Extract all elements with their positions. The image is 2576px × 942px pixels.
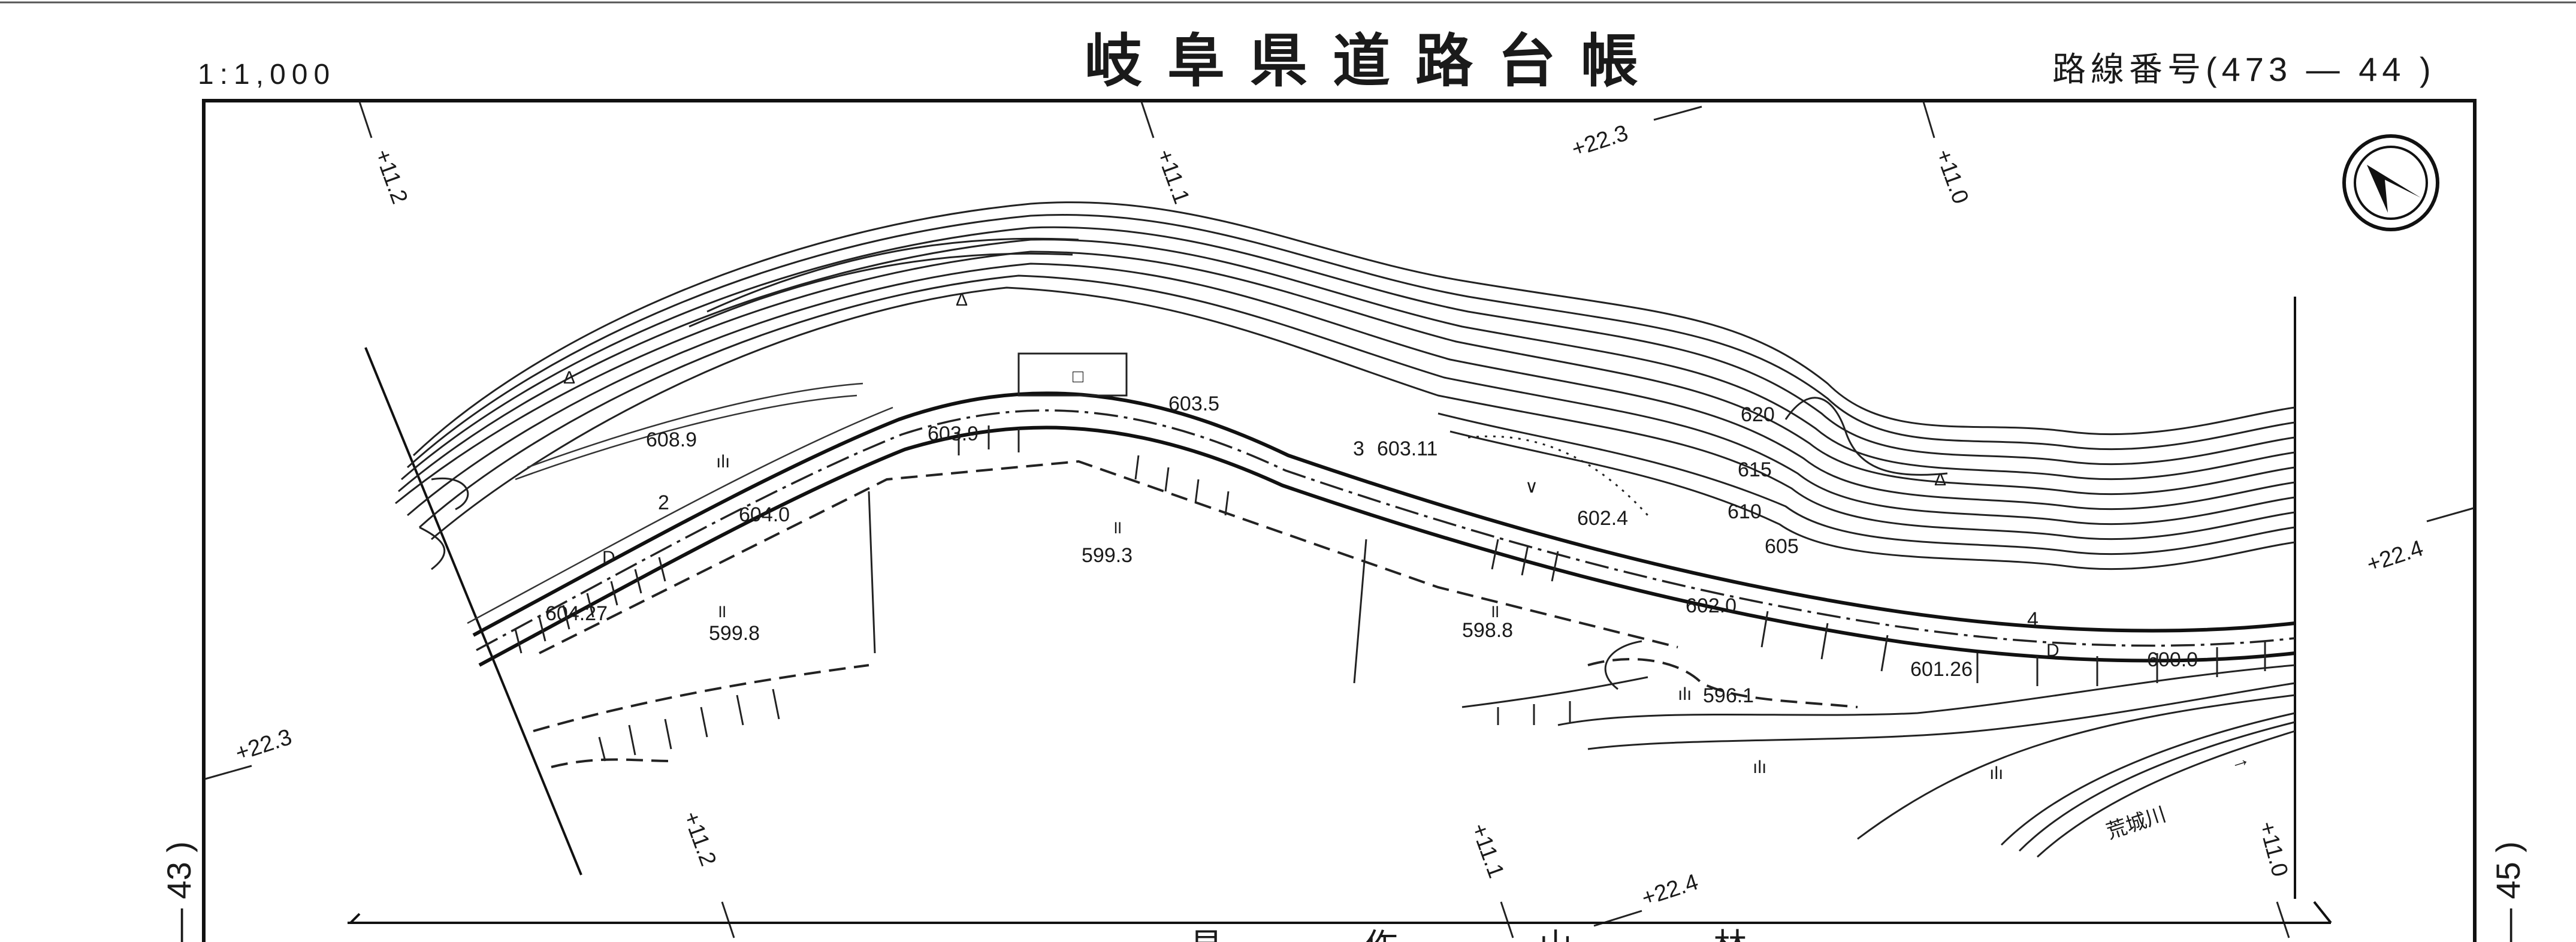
survey-boundary [348, 297, 2332, 924]
section-number: 2 [658, 491, 669, 514]
elevation-label: 600.0 [2147, 648, 2198, 671]
paddy-field-symbol: ॥ [1112, 518, 1122, 538]
land-use-bottom-label: 見 作 山 林 [1189, 927, 1813, 942]
contour-label: 605 [1765, 535, 1799, 558]
grid-label: +11.0 [2254, 819, 2293, 879]
elevation-label: 603.5 [1168, 393, 1219, 415]
contour-label: 620 [1741, 403, 1775, 426]
contour-label: 615 [1738, 458, 1772, 481]
dotted-boundary [1467, 435, 1649, 517]
scale-label: 1:1,000 [198, 59, 336, 90]
d-symbol: D [602, 548, 615, 567]
elevation-label: 598.8 [1462, 619, 1513, 642]
farmland-symbol: ılı [1989, 763, 2003, 783]
road-prefectural-route [467, 382, 2296, 667]
check-symbol: ∨ [1525, 477, 1538, 497]
contour-label: 610 [1728, 500, 1762, 523]
contour-value-labels: 620 615 610 605 [1728, 403, 1799, 558]
slope-hatching [533, 460, 2296, 858]
contour-lines [395, 201, 2296, 570]
river-name: 荒城川 [2104, 803, 2169, 844]
adjacent-sheet-right-label: — 45 ) [2489, 841, 2527, 942]
grid-label: +22.3 [1569, 120, 1631, 162]
grid-label: +11.2 [678, 808, 721, 869]
grid-label: +11.0 [1931, 146, 1973, 207]
elevation-label: 599.8 [709, 622, 760, 645]
grid-label: +22.3 [232, 724, 295, 766]
elevation-label: 602.4 [1577, 507, 1628, 530]
page-title: 岐阜県道路台帳 [1085, 29, 1663, 93]
d-symbol: D [2046, 641, 2059, 660]
grid-label: +11.1 [1466, 820, 1509, 881]
river-flow-arrow: → [2227, 747, 2253, 775]
elevation-labels: 608.9 603.9 603.5 603.11 604.0 602.4 604… [545, 393, 2198, 707]
structure-symbol: □ [1073, 367, 1084, 387]
map-frame [202, 99, 2477, 942]
grid-label: +22.4 [2364, 536, 2426, 578]
elevation-label: 601.26 [1910, 658, 1973, 681]
elevation-label: 603.11 [1377, 437, 1438, 460]
forest-symbol: Δ [956, 290, 968, 310]
farmland-symbol: ılı [1678, 684, 1692, 704]
adjacent-sheet-left-label: — 43 ) [160, 841, 198, 942]
elevation-label: 603.9 [928, 422, 979, 445]
grid-label: +22.4 [1639, 869, 1701, 911]
forest-symbol: Δ [563, 368, 575, 388]
elevation-label: 596.1 [1703, 684, 1754, 707]
hatch-ticks [514, 425, 2266, 762]
grid-label: +11.1 [1152, 146, 1194, 207]
grid-label: +11.2 [370, 146, 412, 207]
elevation-label: 602.0 [1686, 594, 1737, 617]
north-arrow-icon [2342, 134, 2439, 231]
building-outline [1017, 352, 1128, 397]
route-number-label: 路線番号(473 — 44 ) [2052, 50, 2436, 88]
paddy-field-symbol: ॥ [716, 602, 727, 621]
elevation-label: 599.3 [1082, 544, 1133, 567]
farmland-symbol: ılı [1753, 757, 1766, 777]
paddy-field-symbol: ॥ [1489, 602, 1500, 621]
section-number: 4 [2027, 608, 2039, 631]
forest-symbol: Δ [1934, 470, 1946, 490]
elevation-label: 604.0 [739, 503, 790, 526]
farmland-symbol: ılı [716, 452, 730, 472]
map-symbols: ॥ ॥ ॥ ılı ılı ılı ılı Δ Δ Δ ∨ D D □ [563, 290, 2059, 783]
elevation-label: 604.27 [545, 602, 608, 625]
section-number: 3 [1353, 437, 1364, 460]
elevation-label: 608.9 [646, 428, 697, 451]
